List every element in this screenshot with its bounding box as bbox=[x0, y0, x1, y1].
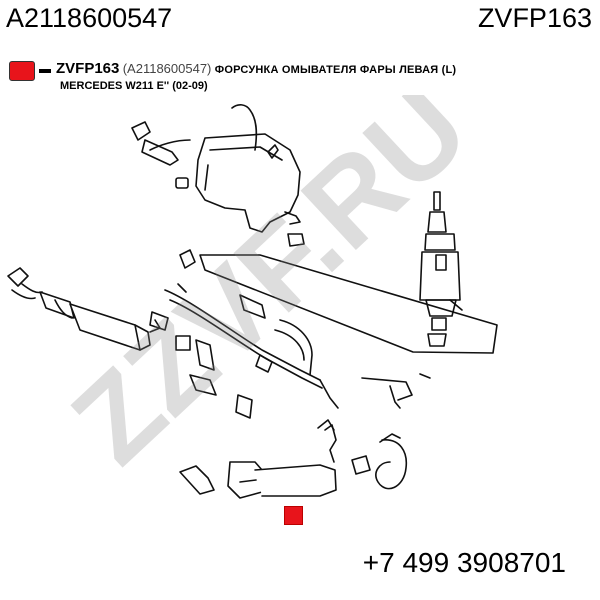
left-headlamp-washer-nozzle bbox=[179, 419, 337, 499]
fittings bbox=[149, 249, 273, 419]
left-washer-cylinder bbox=[7, 267, 151, 351]
parts-diagram: ZZVF.RU bbox=[7, 95, 498, 499]
phone-number: +7 499 3908701 bbox=[362, 547, 566, 578]
legend-oe-number: (A2118600547) bbox=[122, 61, 212, 76]
legend-title: ZVFP163 (A2118600547) ФОРСУНКА ОМЫВАТЕЛЯ… bbox=[56, 61, 456, 78]
legend-dash bbox=[39, 69, 51, 73]
part-number: A2118600547 bbox=[6, 3, 173, 33]
legend-color-swatch bbox=[9, 61, 35, 81]
filler-cap bbox=[131, 121, 191, 166]
legend-code: ZVFP163 bbox=[56, 60, 120, 77]
highlight-marker bbox=[284, 506, 303, 525]
washer-pump bbox=[419, 191, 463, 347]
legend-description: ФОРСУНКА ОМЫВАТЕЛЯ ФАРЫ ЛЕВАЯ (L) bbox=[214, 64, 457, 76]
legend-vehicle: MERCEDES W211 E'' (02-09) bbox=[60, 80, 208, 92]
washer-reservoir bbox=[175, 104, 305, 247]
brand-code: ZVFP163 bbox=[477, 3, 592, 33]
clamp-bracket bbox=[351, 373, 431, 490]
